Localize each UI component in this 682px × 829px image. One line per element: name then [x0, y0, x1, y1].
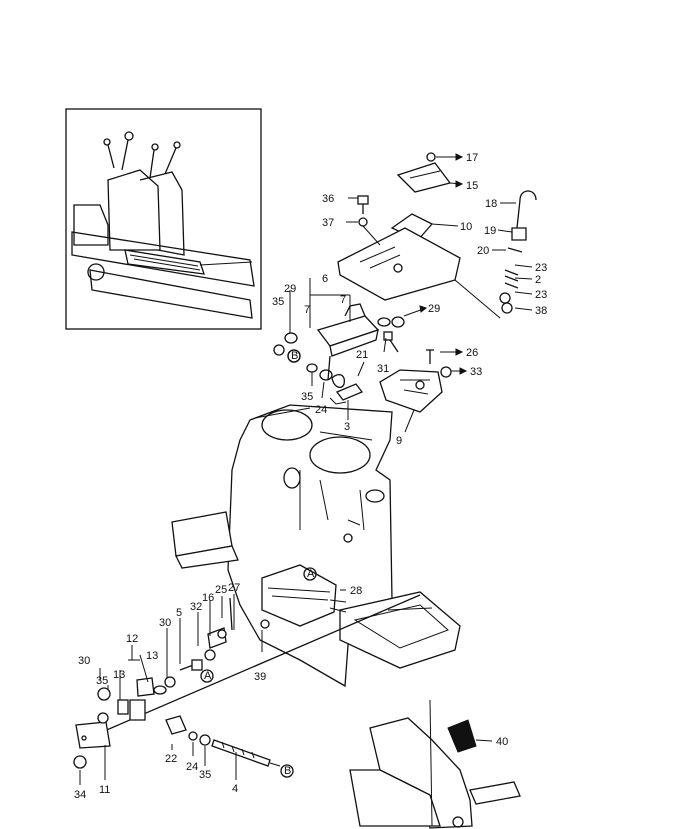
callout-22: 22: [165, 753, 177, 765]
callout-19: 19: [484, 225, 496, 237]
callout-25: 25: [215, 584, 227, 596]
floor-plate: [349, 699, 521, 829]
callout-3: 3: [344, 421, 350, 433]
callout-35c: 35: [96, 675, 108, 687]
ref-a-housing: A: [307, 568, 315, 580]
callout-29a: 29: [284, 283, 296, 295]
callout-35b: 35: [301, 391, 313, 403]
callout-34: 34: [74, 789, 86, 801]
callout-26: 26: [466, 347, 478, 359]
callout-7a: 7: [304, 304, 310, 316]
callout-39: 39: [254, 671, 266, 683]
callout-13a: 13: [146, 650, 158, 662]
callout-30b: 30: [78, 655, 90, 667]
main-housing: [171, 404, 461, 688]
callout-37: 37: [322, 217, 334, 229]
callout-11: 11: [99, 784, 110, 796]
ref-a-linkage: A: [204, 670, 212, 682]
callout-23a: 23: [535, 262, 547, 274]
ref-b-shaft: B: [284, 765, 291, 777]
callout-17: 17: [466, 152, 478, 164]
callout-16: 16: [202, 592, 214, 604]
callout-6: 6: [322, 273, 328, 285]
callout-24a: 24: [315, 404, 327, 416]
reference-markers: B A A B: [200, 349, 317, 778]
callout-9: 9: [396, 435, 402, 447]
callouts: 17 15 36 18 37 10 19 20 23 2 23 38 6 29 …: [74, 152, 547, 801]
callout-31: 31: [377, 363, 389, 375]
callout-2: 2: [535, 274, 541, 286]
callout-18: 18: [485, 198, 497, 210]
callout-15: 15: [466, 180, 478, 192]
top-cover-assembly: [337, 152, 537, 319]
callout-27: 27: [228, 582, 240, 594]
callout-33: 33: [470, 366, 482, 378]
callout-10: 10: [460, 221, 472, 233]
callout-32: 32: [190, 601, 202, 613]
callout-7b: 7: [340, 294, 346, 306]
callout-12: 12: [126, 633, 138, 645]
callout-20: 20: [477, 245, 489, 257]
callout-24b: 24: [186, 761, 198, 773]
callout-23b: 23: [535, 289, 547, 301]
callout-5: 5: [176, 607, 182, 619]
callout-4: 4: [232, 783, 238, 795]
callout-29b: 29: [428, 303, 440, 315]
callout-30a: 30: [159, 617, 171, 629]
callout-35a: 35: [272, 296, 284, 308]
callout-28: 28: [350, 585, 362, 597]
callout-35d: 35: [199, 769, 211, 781]
callout-38: 38: [535, 305, 547, 317]
inset-overview: [65, 108, 262, 330]
ref-b-upper: B: [291, 350, 298, 362]
leader-lines: [79, 153, 533, 785]
callout-36: 36: [322, 193, 334, 205]
callout-13b: 13: [113, 669, 125, 681]
callout-21: 21: [356, 349, 368, 361]
linkage-assembly: [73, 594, 421, 769]
callout-40: 40: [496, 736, 508, 748]
